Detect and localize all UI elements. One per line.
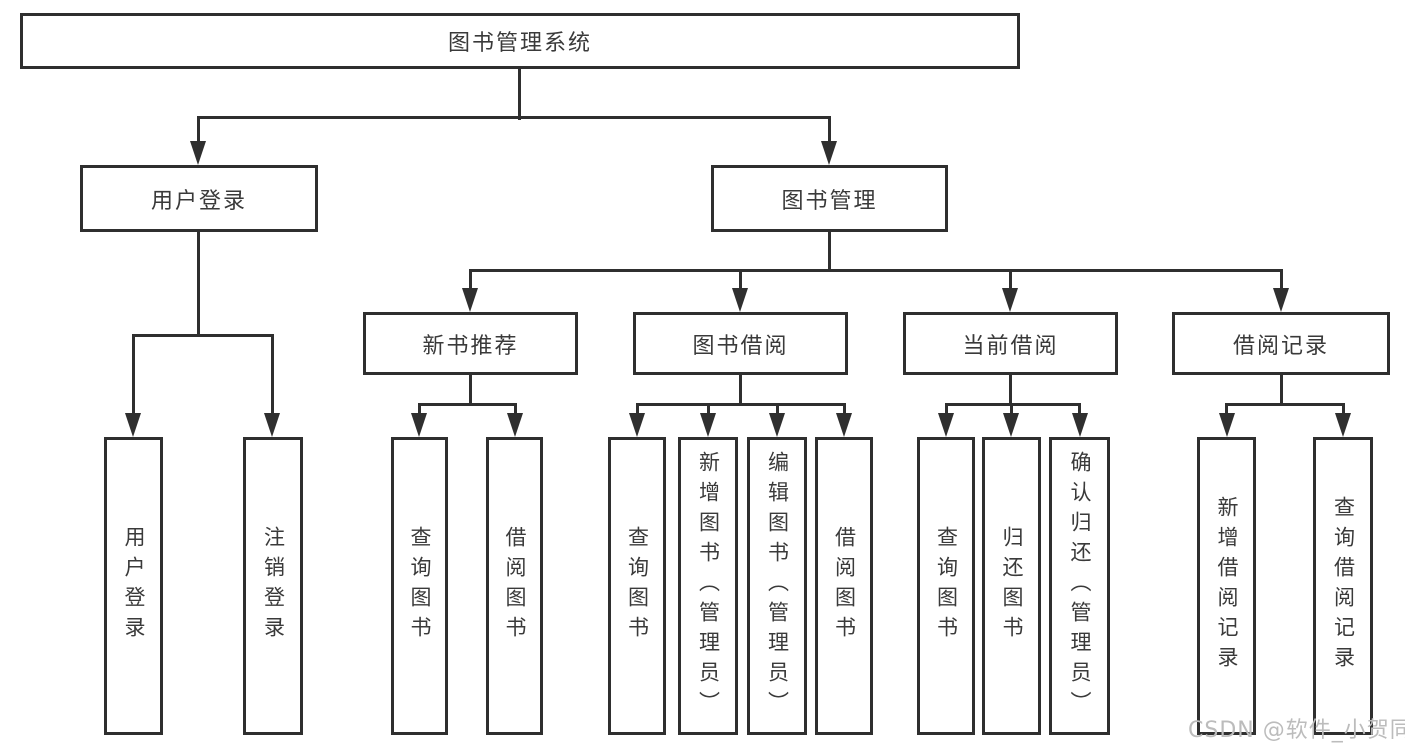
connector-arrow-shaft bbox=[738, 270, 742, 292]
connector-arrow-shaft bbox=[468, 270, 472, 292]
arrowhead-icon bbox=[190, 141, 206, 165]
node-label: 编辑图书（管理员） bbox=[765, 451, 790, 721]
connector-hline bbox=[196, 115, 831, 119]
node-book-borrow: 图书借阅 bbox=[633, 312, 848, 375]
arrowhead-icon bbox=[836, 413, 852, 437]
connector-arrow-shaft bbox=[1078, 404, 1081, 417]
node-label: 查询图书 bbox=[934, 526, 959, 646]
connector-arrow-shaft bbox=[1279, 270, 1283, 292]
arrowhead-icon bbox=[1071, 413, 1088, 437]
connector-hline bbox=[468, 268, 1283, 272]
connector-hline bbox=[944, 402, 1081, 406]
node-label: 图书借阅 bbox=[692, 333, 789, 359]
arrowhead-icon bbox=[1273, 288, 1289, 312]
connector-arrow-shaft bbox=[775, 404, 779, 417]
node-label: 查询图书 bbox=[408, 526, 432, 646]
node-label: 确认归还（管理员） bbox=[1068, 451, 1092, 721]
node-user-login: 用户登录 bbox=[80, 165, 318, 232]
node-leaf-records-add-record: 新增借阅记录 bbox=[1197, 437, 1256, 735]
node-leaf-recommend-borrow-books: 借阅图书 bbox=[486, 437, 543, 735]
connector-hline bbox=[1225, 402, 1345, 406]
arrowhead-icon bbox=[125, 413, 141, 437]
connector-vline bbox=[517, 68, 521, 120]
connector-arrow-shaft bbox=[944, 404, 948, 417]
connector-hline bbox=[131, 333, 274, 337]
connector-hline bbox=[417, 402, 517, 406]
connector-arrow-shaft bbox=[131, 335, 135, 417]
connector-vline bbox=[827, 231, 831, 272]
node-label: 用户登录 bbox=[122, 526, 146, 646]
node-current-borrow: 当前借阅 bbox=[903, 312, 1118, 375]
arrowhead-icon bbox=[938, 413, 954, 437]
arrowhead-icon bbox=[769, 413, 785, 437]
node-leaf-recommend-query-books: 查询图书 bbox=[391, 437, 448, 735]
arrowhead-icon bbox=[700, 413, 716, 437]
node-label: 当前借阅 bbox=[962, 333, 1059, 359]
node-label: 新书推荐 bbox=[422, 333, 519, 359]
connector-vline bbox=[1008, 374, 1012, 406]
node-leaf-borrow-edit-books: 编辑图书（管理员） bbox=[747, 437, 807, 735]
connector-vline bbox=[738, 374, 742, 406]
arrowhead-icon bbox=[1002, 288, 1018, 312]
connector-arrow-shaft bbox=[513, 404, 517, 417]
arrowhead-icon bbox=[507, 413, 523, 437]
node-label: 借阅图书 bbox=[503, 526, 527, 646]
node-leaf-borrow-add-books: 新增图书（管理员） bbox=[678, 437, 738, 735]
connector-arrow-shaft bbox=[1009, 404, 1013, 417]
node-leaf-borrow-borrow-books: 借阅图书 bbox=[815, 437, 873, 735]
arrowhead-icon bbox=[629, 413, 645, 437]
connector-vline bbox=[468, 374, 472, 406]
node-label: 新增图书（管理员） bbox=[696, 451, 721, 721]
node-label: 新增借阅记录 bbox=[1215, 496, 1239, 676]
arrowhead-icon bbox=[821, 141, 837, 165]
connector-arrow-shaft bbox=[1225, 404, 1228, 417]
node-leaf-user-login: 用户登录 bbox=[104, 437, 163, 735]
node-borrow-records: 借阅记录 bbox=[1172, 312, 1390, 375]
connector-arrow-shaft bbox=[827, 117, 831, 145]
arrowhead-icon bbox=[1003, 413, 1019, 437]
node-label: 借阅记录 bbox=[1232, 333, 1329, 359]
node-book-management: 图书管理 bbox=[711, 165, 948, 232]
connector-vline bbox=[1279, 374, 1283, 406]
node-label: 归还图书 bbox=[1000, 526, 1024, 646]
node-label: 用户登录 bbox=[150, 188, 247, 214]
node-leaf-current-return-books: 归还图书 bbox=[982, 437, 1041, 735]
node-label: 查询图书 bbox=[625, 526, 650, 646]
arrowhead-icon bbox=[411, 413, 427, 437]
connector-arrow-shaft bbox=[1341, 404, 1345, 417]
arrowhead-icon bbox=[264, 413, 280, 437]
node-label: 图书管理 bbox=[781, 188, 878, 214]
node-leaf-current-query-books: 查询图书 bbox=[917, 437, 975, 735]
arrowhead-icon bbox=[462, 288, 478, 312]
connector-arrow-shaft bbox=[635, 404, 639, 417]
node-leaf-logout: 注销登录 bbox=[243, 437, 303, 735]
node-label: 查询借阅记录 bbox=[1331, 496, 1356, 676]
arrowhead-icon bbox=[732, 288, 748, 312]
watermark-text: CSDN @软件_小贺同学 bbox=[1188, 718, 1405, 743]
arrowhead-icon bbox=[1335, 413, 1351, 437]
node-leaf-borrow-query-books: 查询图书 bbox=[608, 437, 666, 735]
connector-arrow-shaft bbox=[270, 335, 274, 417]
connector-arrow-shaft bbox=[417, 404, 421, 417]
connector-arrow-shaft bbox=[706, 404, 710, 417]
node-new-book-recommend: 新书推荐 bbox=[363, 312, 578, 375]
node-label: 借阅图书 bbox=[832, 526, 857, 646]
connector-arrow-shaft bbox=[196, 117, 200, 145]
connector-hline bbox=[635, 402, 846, 406]
node-label: 图书管理系统 bbox=[447, 31, 592, 56]
node-leaf-current-confirm-return: 确认归还（管理员） bbox=[1049, 437, 1110, 735]
connector-arrow-shaft bbox=[1008, 270, 1012, 292]
node-leaf-records-query-record: 查询借阅记录 bbox=[1313, 437, 1373, 735]
arrowhead-icon bbox=[1218, 413, 1235, 437]
connector-vline bbox=[196, 231, 200, 337]
node-library-management-system: 图书管理系统 bbox=[20, 13, 1020, 69]
node-label: 注销登录 bbox=[261, 526, 286, 646]
connector-arrow-shaft bbox=[842, 404, 846, 417]
